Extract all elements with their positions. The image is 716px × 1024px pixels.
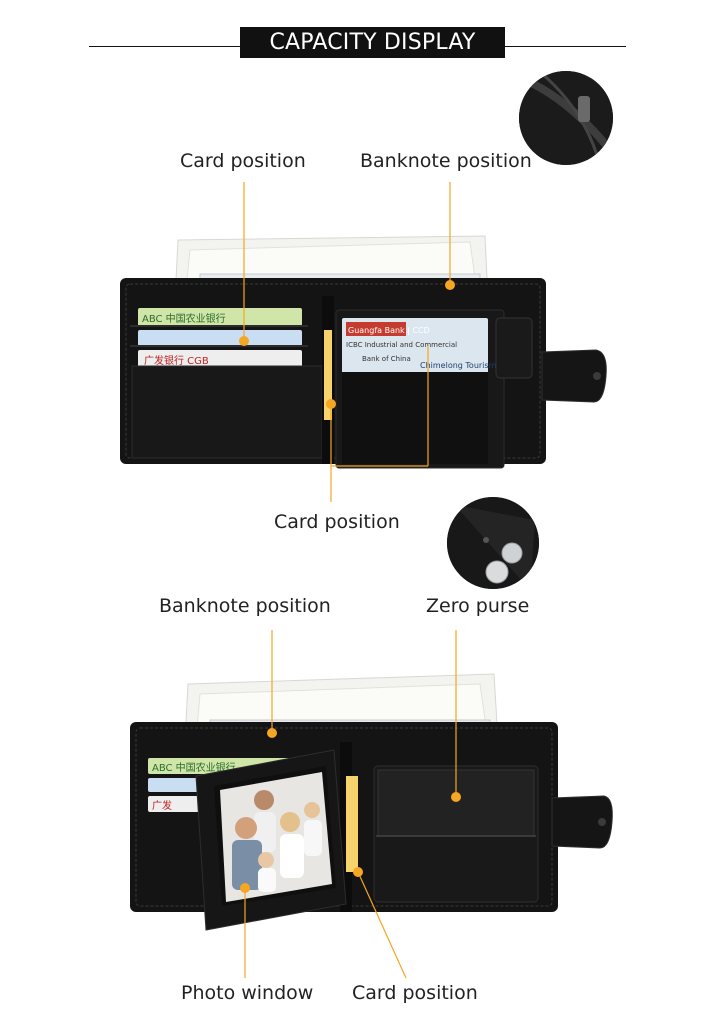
svg-text:Chimelong Tourism: Chimelong Tourism <box>420 361 497 370</box>
top-zipper-inset <box>519 71 613 165</box>
top-card-blue <box>138 330 302 346</box>
svg-text:Guangfa Bank | CCD: Guangfa Bank | CCD <box>348 326 430 335</box>
svg-text:广发: 广发 <box>152 799 172 812</box>
top-wallet-image: 100 ABC 中国农业银行 广发银行 CGB Guangfa Bank | C… <box>120 235 607 469</box>
label-banknote-position-top: Banknote position <box>360 150 532 172</box>
family-photo <box>220 772 332 902</box>
top-card-edge <box>324 330 332 420</box>
svg-text:Bank of China: Bank of China <box>362 355 411 363</box>
bottom-wallet-image: 100 ABC 中国农业银行 广发 <box>130 673 613 931</box>
bottom-coin-inset <box>447 497 539 589</box>
title-rule-left <box>89 46 240 47</box>
title-rule-right <box>505 46 626 47</box>
label-card-position-top-bottom: Card position <box>274 511 400 533</box>
svg-text:广发银行 CGB: 广发银行 CGB <box>144 354 209 367</box>
label-photo-window: Photo window <box>181 982 314 1004</box>
svg-text:ABC 中国农业银行: ABC 中国农业银行 <box>142 312 226 325</box>
label-card-position-top-left: Card position <box>180 150 306 172</box>
svg-text:ICBC Industrial and Commercial: ICBC Industrial and Commercial <box>346 341 457 349</box>
label-card-position-bottom: Card position <box>352 982 478 1004</box>
top-card-abc <box>138 308 302 326</box>
bottom-leader-lines <box>240 630 461 979</box>
svg-text:ABC 中国农业银行: ABC 中国农业银行 <box>152 761 236 774</box>
top-leader-lines <box>239 182 455 502</box>
page-title: CAPACITY DISPLAY <box>240 27 505 58</box>
top-card-cgb <box>138 350 302 368</box>
bottom-card-edge <box>346 776 358 872</box>
label-zero-purse: Zero purse <box>426 595 530 617</box>
label-banknote-position-bottom: Banknote position <box>159 595 331 617</box>
